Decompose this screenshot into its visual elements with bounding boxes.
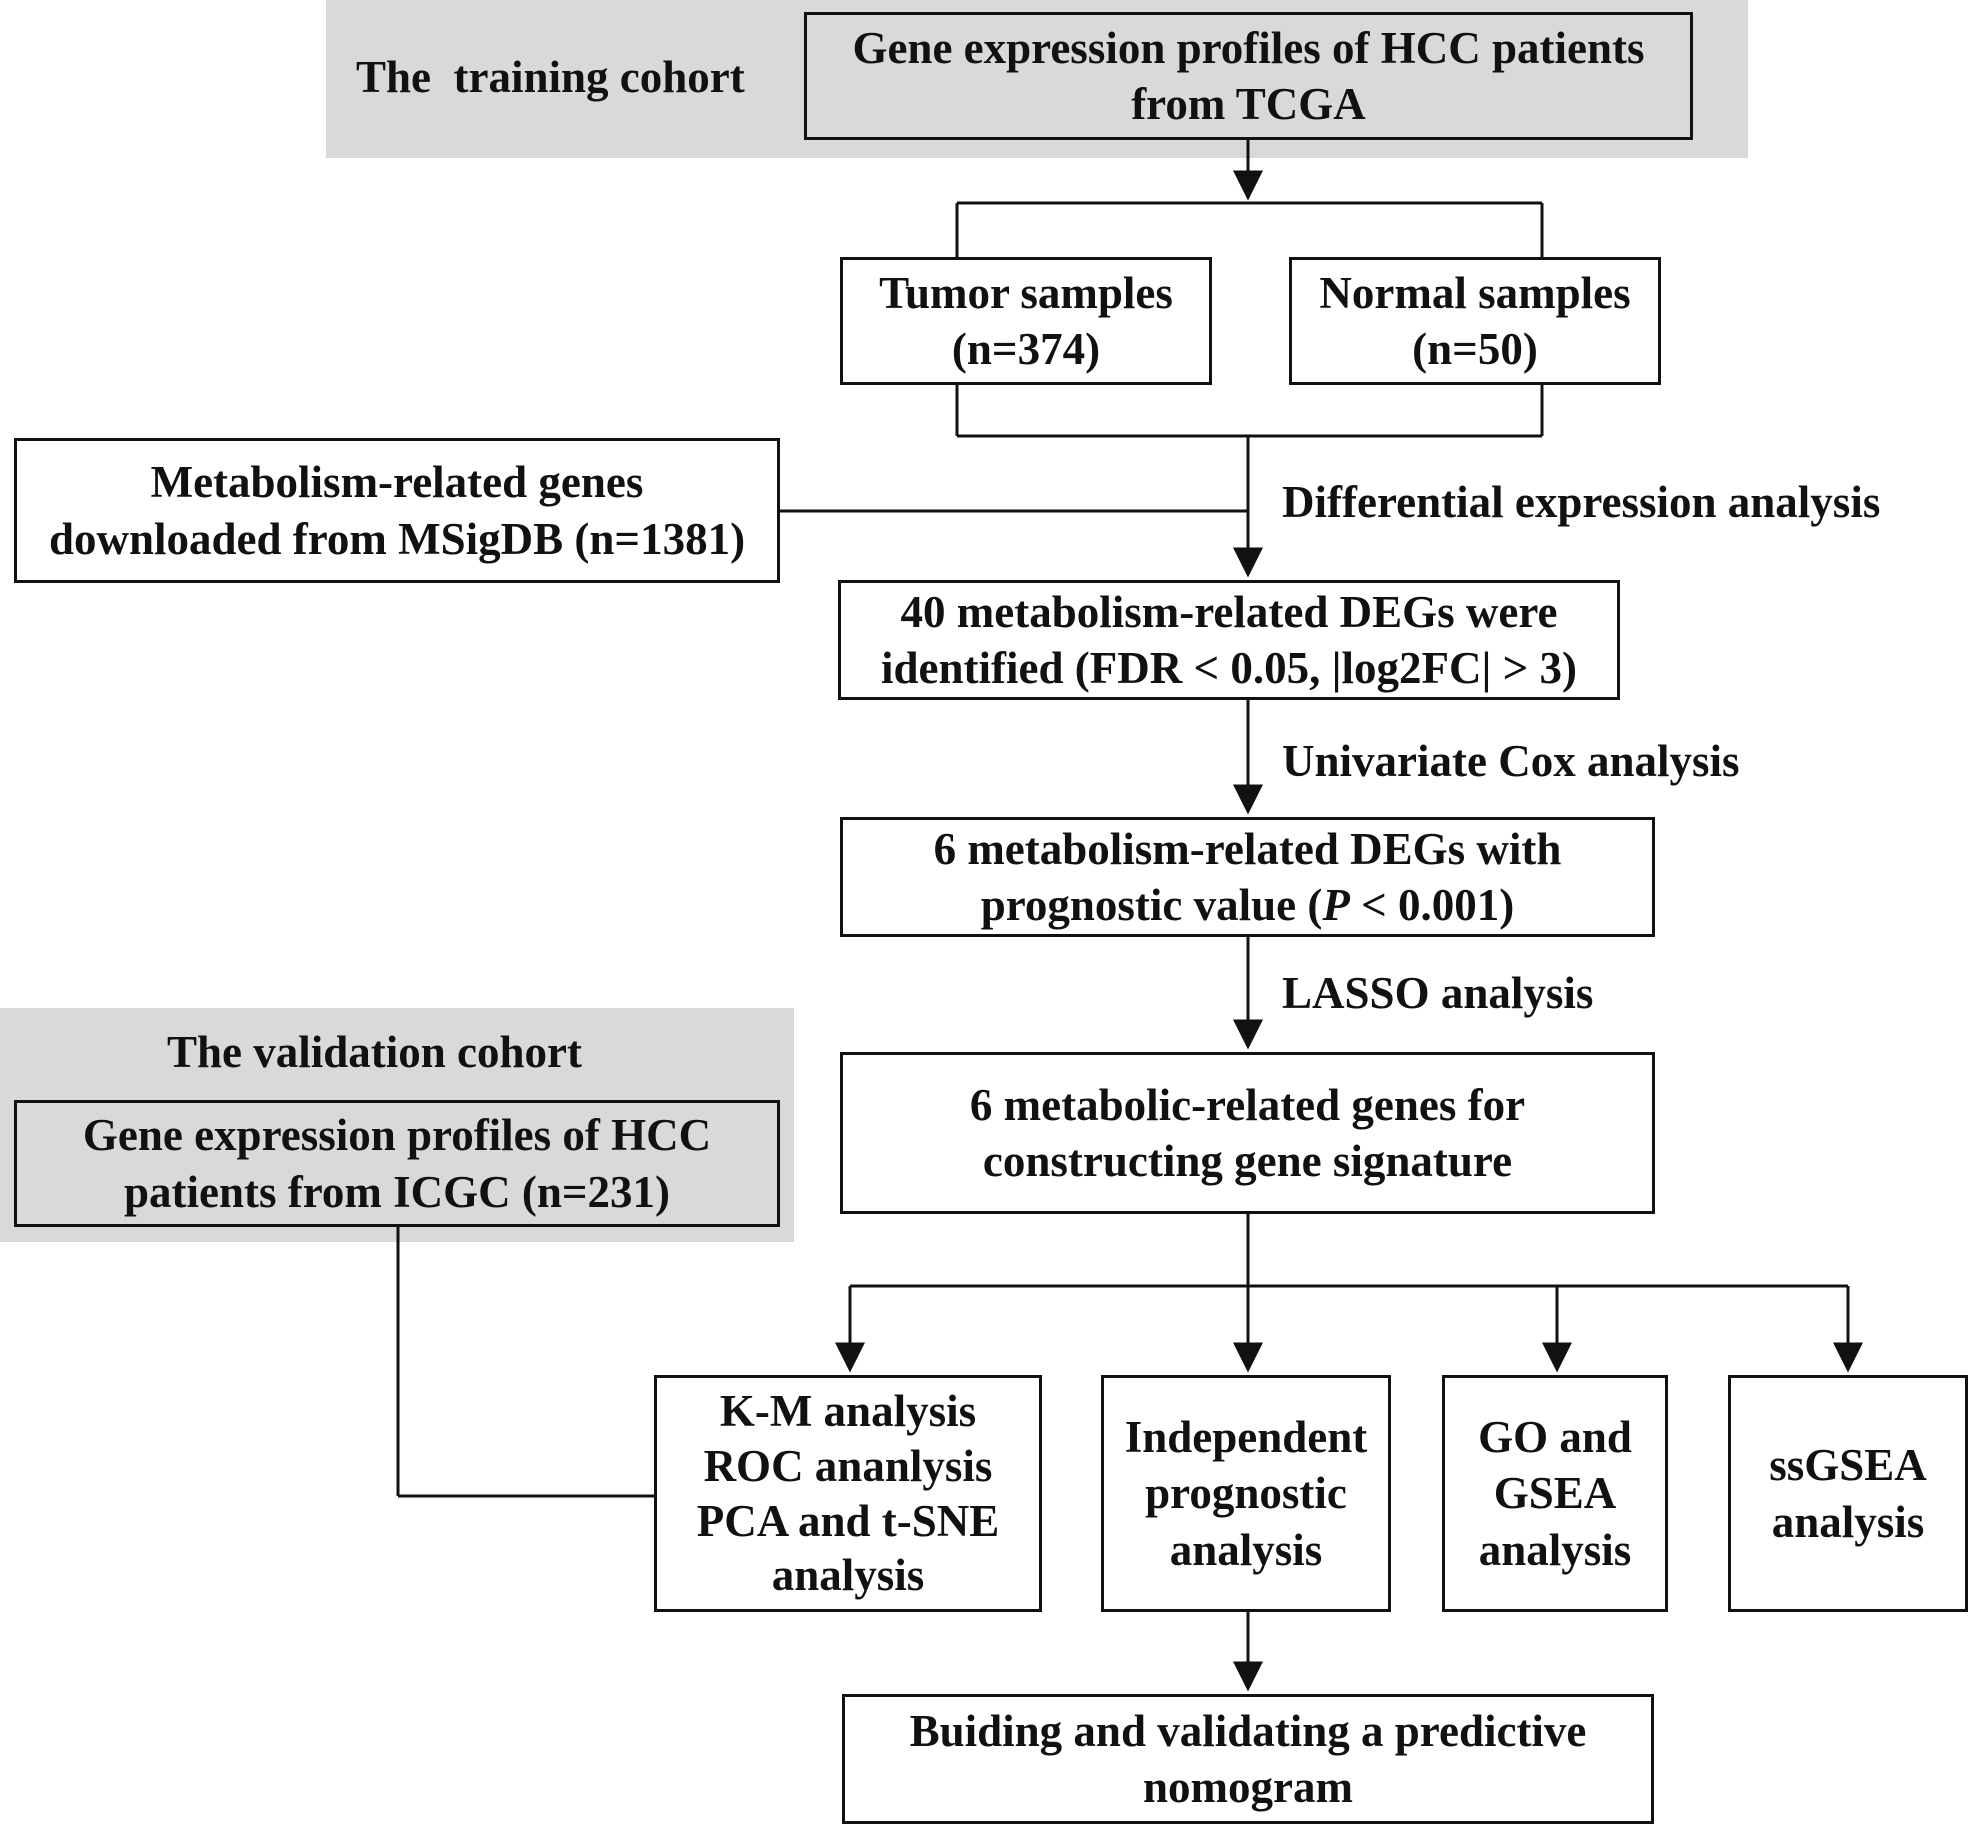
degs-6-line-2-suffix: < 0.001) bbox=[1349, 880, 1515, 930]
lasso-analysis-label: LASSO analysis bbox=[1282, 968, 1594, 1018]
icgc-box-line-1: Gene expression profiles of HCC bbox=[82, 1110, 712, 1161]
tcga-box-line-1: Gene expression profiles of HCC patients bbox=[852, 22, 1645, 73]
pca-tsne-line: PCA and t-SNE bbox=[696, 1495, 1000, 1546]
nomogram-line-2: nomogram bbox=[1143, 1762, 1353, 1812]
degs-40-line-2: identified (FDR < 0.05, |log2FC| > 3) bbox=[880, 643, 1578, 693]
icgc-expression-box: Gene expression profiles of HCC patients… bbox=[14, 1100, 780, 1227]
independent-line-2: prognostic bbox=[1145, 1468, 1347, 1519]
differential-expression-label: Differential expression analysis bbox=[1282, 477, 1881, 527]
go-line-1: GO and bbox=[1478, 1412, 1632, 1463]
icgc-box-line-2: patients from ICGC (n=231) bbox=[123, 1166, 671, 1217]
p-value-symbol: P bbox=[1322, 880, 1350, 930]
degs-6-line-2: prognostic value (P < 0.001) bbox=[934, 877, 1562, 933]
degs-40-line-1: 40 metabolism-related DEGs were bbox=[900, 586, 1558, 637]
training-cohort-label: The training cohort bbox=[356, 52, 745, 102]
ssgsea-line-1: ssGSEA bbox=[1769, 1440, 1927, 1491]
degs-6-prognostic-box: 6 metabolism-related DEGs with prognosti… bbox=[840, 817, 1655, 937]
gene-signature-box: 6 metabolic-related genes for constructi… bbox=[840, 1052, 1655, 1214]
go-gsea-box: GO and GSEA analysis bbox=[1442, 1375, 1668, 1612]
go-line-3: analysis bbox=[1478, 1524, 1632, 1575]
univariate-cox-label: Univariate Cox analysis bbox=[1282, 736, 1740, 786]
tumor-samples-count: (n=374) bbox=[951, 324, 1101, 374]
msigdb-box-line-2: downloaded from MSigDB (n=1381) bbox=[48, 513, 746, 564]
normal-samples-box: Normal samples (n=50) bbox=[1289, 257, 1661, 385]
ssgsea-box: ssGSEA analysis bbox=[1728, 1375, 1968, 1612]
signature-line-2: constructing gene signature bbox=[982, 1136, 1513, 1186]
independent-prognostic-box: Independent prognostic analysis bbox=[1101, 1375, 1391, 1612]
degs-6-line-2-prefix: prognostic value ( bbox=[980, 880, 1323, 930]
tcga-expression-box: Gene expression profiles of HCC patients… bbox=[804, 12, 1693, 140]
tumor-samples-box: Tumor samples (n=374) bbox=[840, 257, 1212, 385]
tcga-box-line-2: from TCGA bbox=[1131, 79, 1366, 129]
km-box-analysis-line: analysis bbox=[771, 1550, 925, 1601]
roc-analysis-line: ROC ananlysis bbox=[703, 1440, 993, 1491]
degs-6-line-1: 6 metabolism-related DEGs with bbox=[933, 823, 1562, 874]
go-line-2: GSEA bbox=[1493, 1468, 1617, 1519]
normal-samples-title: Normal samples bbox=[1319, 267, 1631, 318]
independent-line-1: Independent bbox=[1124, 1412, 1368, 1463]
ssgsea-line-2: analysis bbox=[1771, 1496, 1925, 1547]
signature-line-1: 6 metabolic-related genes for bbox=[969, 1079, 1526, 1130]
normal-samples-count: (n=50) bbox=[1412, 324, 1538, 374]
msigdb-box-line-1: Metabolism-related genes bbox=[150, 457, 644, 508]
degs-40-box: 40 metabolism-related DEGs were identifi… bbox=[838, 580, 1620, 700]
tumor-samples-title: Tumor samples bbox=[879, 267, 1173, 318]
nomogram-box: Buiding and validating a predictive nomo… bbox=[842, 1694, 1654, 1824]
km-analysis-line: K-M analysis bbox=[719, 1385, 977, 1436]
independent-line-3: analysis bbox=[1169, 1524, 1323, 1575]
validation-cohort-label: The validation cohort bbox=[167, 1027, 583, 1077]
msigdb-genes-box: Metabolism-related genes downloaded from… bbox=[14, 438, 780, 583]
km-roc-pca-box: K-M analysis ROC ananlysis PCA and t-SNE… bbox=[654, 1375, 1042, 1612]
nomogram-line-1: Buiding and validating a predictive bbox=[909, 1705, 1587, 1756]
